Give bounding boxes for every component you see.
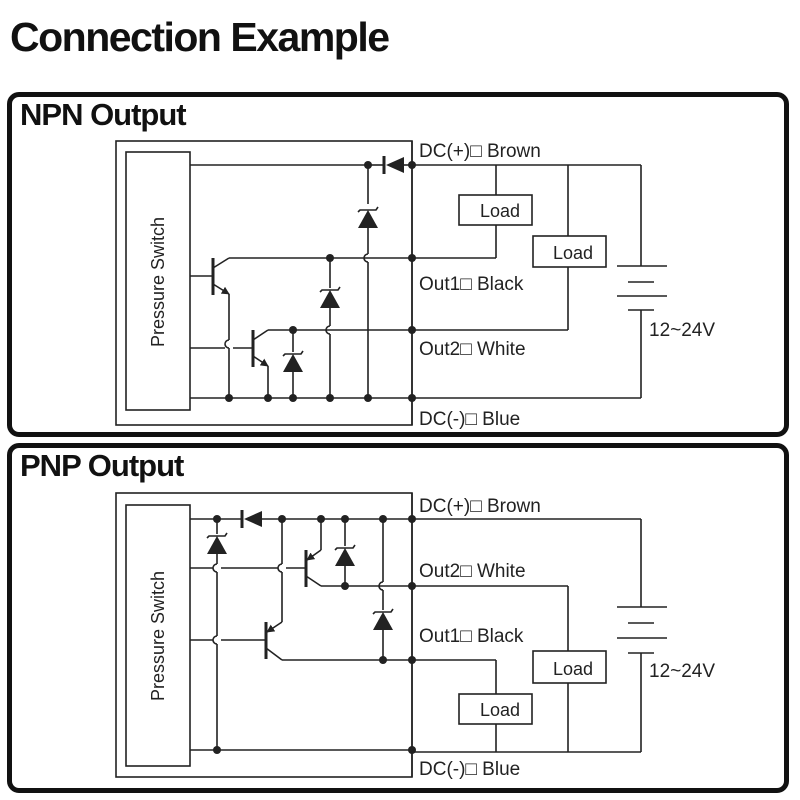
npn-load-2 (532, 235, 607, 268)
npn-wire-dc-plus: DC(+)□ Brown (419, 141, 541, 162)
npn-zener-diode-icon (357, 206, 379, 228)
npn-circuit: Pressure Switch (115, 140, 715, 430)
pnp-output-panel: PNP Output (7, 443, 789, 793)
npn-zener-out1-icon (319, 286, 341, 308)
pnp-junction-dots (213, 515, 416, 754)
npn-wire-out1: Out1□ Black (419, 274, 524, 295)
pnp-supply-voltage: 12~24V (649, 661, 715, 682)
pnp-transistor-q1-icon (304, 549, 322, 587)
pnp-load-2-label: Load (553, 659, 593, 679)
pnp-zener-supply-icon (206, 532, 228, 554)
npn-load-1-label: Load (480, 201, 520, 221)
npn-output-panel: NPN Output (7, 92, 789, 437)
pnp-wire-out2: Out2□ White (419, 561, 526, 582)
npn-zener-out2-icon (282, 350, 304, 372)
npn-reverse-diode-icon (382, 156, 404, 174)
pnp-load-1-label: Load (480, 700, 520, 720)
main-title: Connection Example (10, 14, 390, 60)
pnp-circuit: Pressure Switch (115, 492, 715, 780)
pnp-pressure-switch-box (125, 504, 191, 767)
npn-load-2-label: Load (553, 243, 593, 263)
pnp-wire-out1: Out1□ Black (419, 626, 524, 647)
npn-pressure-switch-box (125, 151, 191, 411)
npn-pressure-switch-label: Pressure Switch (148, 217, 168, 347)
pnp-zener-out2-icon (334, 544, 356, 566)
pnp-zener-out1-icon (372, 608, 394, 630)
pnp-panel-title: PNP Output (20, 448, 184, 483)
npn-wire-dc-minus: DC(-)□ Blue (419, 409, 520, 430)
pnp-wire-dc-minus: DC(-)□ Blue (419, 759, 520, 780)
pnp-battery-icon (617, 606, 667, 654)
npn-wire-out2: Out2□ White (419, 339, 526, 360)
pnp-pressure-switch-label: Pressure Switch (148, 571, 168, 701)
npn-transistor-q1-icon (190, 257, 230, 295)
pnp-load-2 (532, 650, 607, 684)
npn-supply-voltage: 12~24V (649, 320, 715, 341)
pnp-wire-dc-plus: DC(+)□ Brown (419, 496, 541, 517)
pnp-transistor-q2-icon (264, 621, 283, 661)
npn-panel-title: NPN Output (20, 97, 187, 132)
npn-transistor-q2-icon (190, 329, 269, 367)
pnp-reverse-diode-icon (240, 510, 262, 528)
npn-battery-icon (617, 265, 667, 311)
npn-junction-dots (225, 161, 416, 402)
